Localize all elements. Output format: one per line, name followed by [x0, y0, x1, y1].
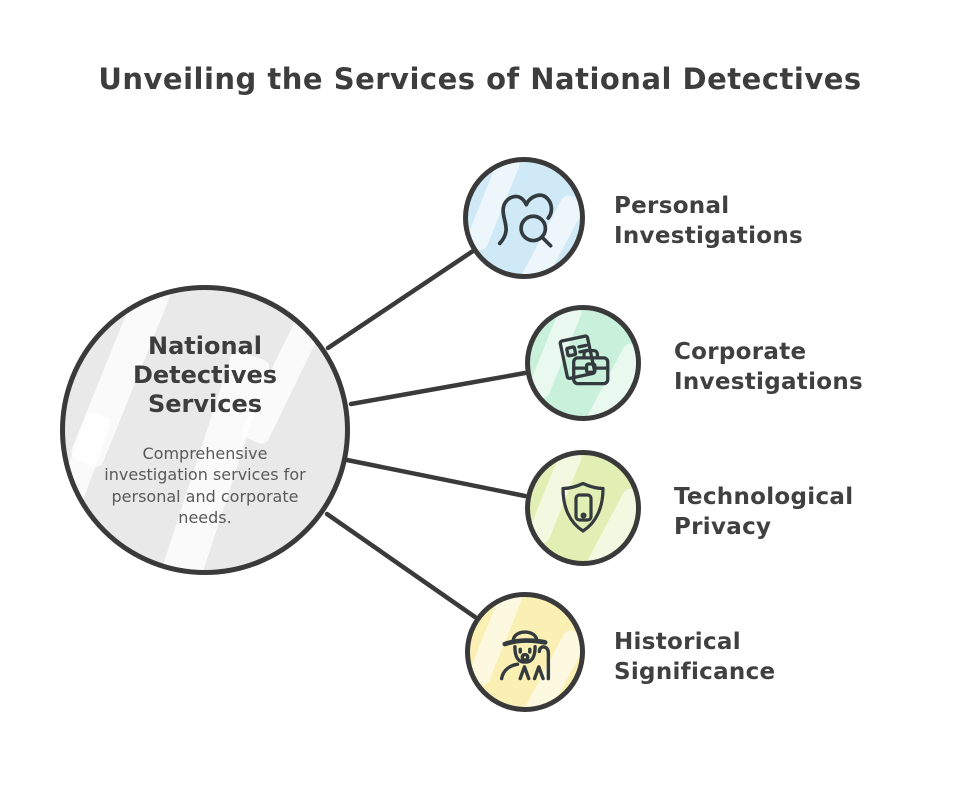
shield-phone-icon: [561, 481, 605, 533]
central-node-description: Comprehensive investigation services for…: [104, 443, 306, 528]
detective-icon: [499, 630, 551, 681]
connector-line-historical: [324, 511, 478, 620]
node-circle-corporate-investigations: [525, 305, 641, 421]
central-node-title: National Detectives Services: [132, 331, 278, 418]
node-label-personal-investigations: Personal Investigations: [614, 193, 804, 249]
connector-line-personal: [325, 248, 476, 351]
node-label-corporate-investigations: Corporate Investigations: [674, 339, 864, 395]
node-circle-personal-investigations: [463, 157, 585, 279]
page-title: Unveiling the Services of National Detec…: [98, 62, 862, 96]
heart-magnifier-icon: [497, 193, 554, 248]
document-briefcase-icon: [558, 334, 610, 386]
connector-line-technological: [344, 457, 528, 499]
connector-line-corporate: [348, 370, 528, 407]
node-circle-historical-significance: [465, 592, 585, 712]
node-circle-technological-privacy: [525, 450, 641, 566]
central-node-circle: National Detectives Services Comprehensi…: [60, 285, 350, 575]
node-label-historical-significance: Historical Significance: [614, 629, 776, 685]
node-label-technological-privacy: Technological Privacy: [674, 484, 854, 540]
